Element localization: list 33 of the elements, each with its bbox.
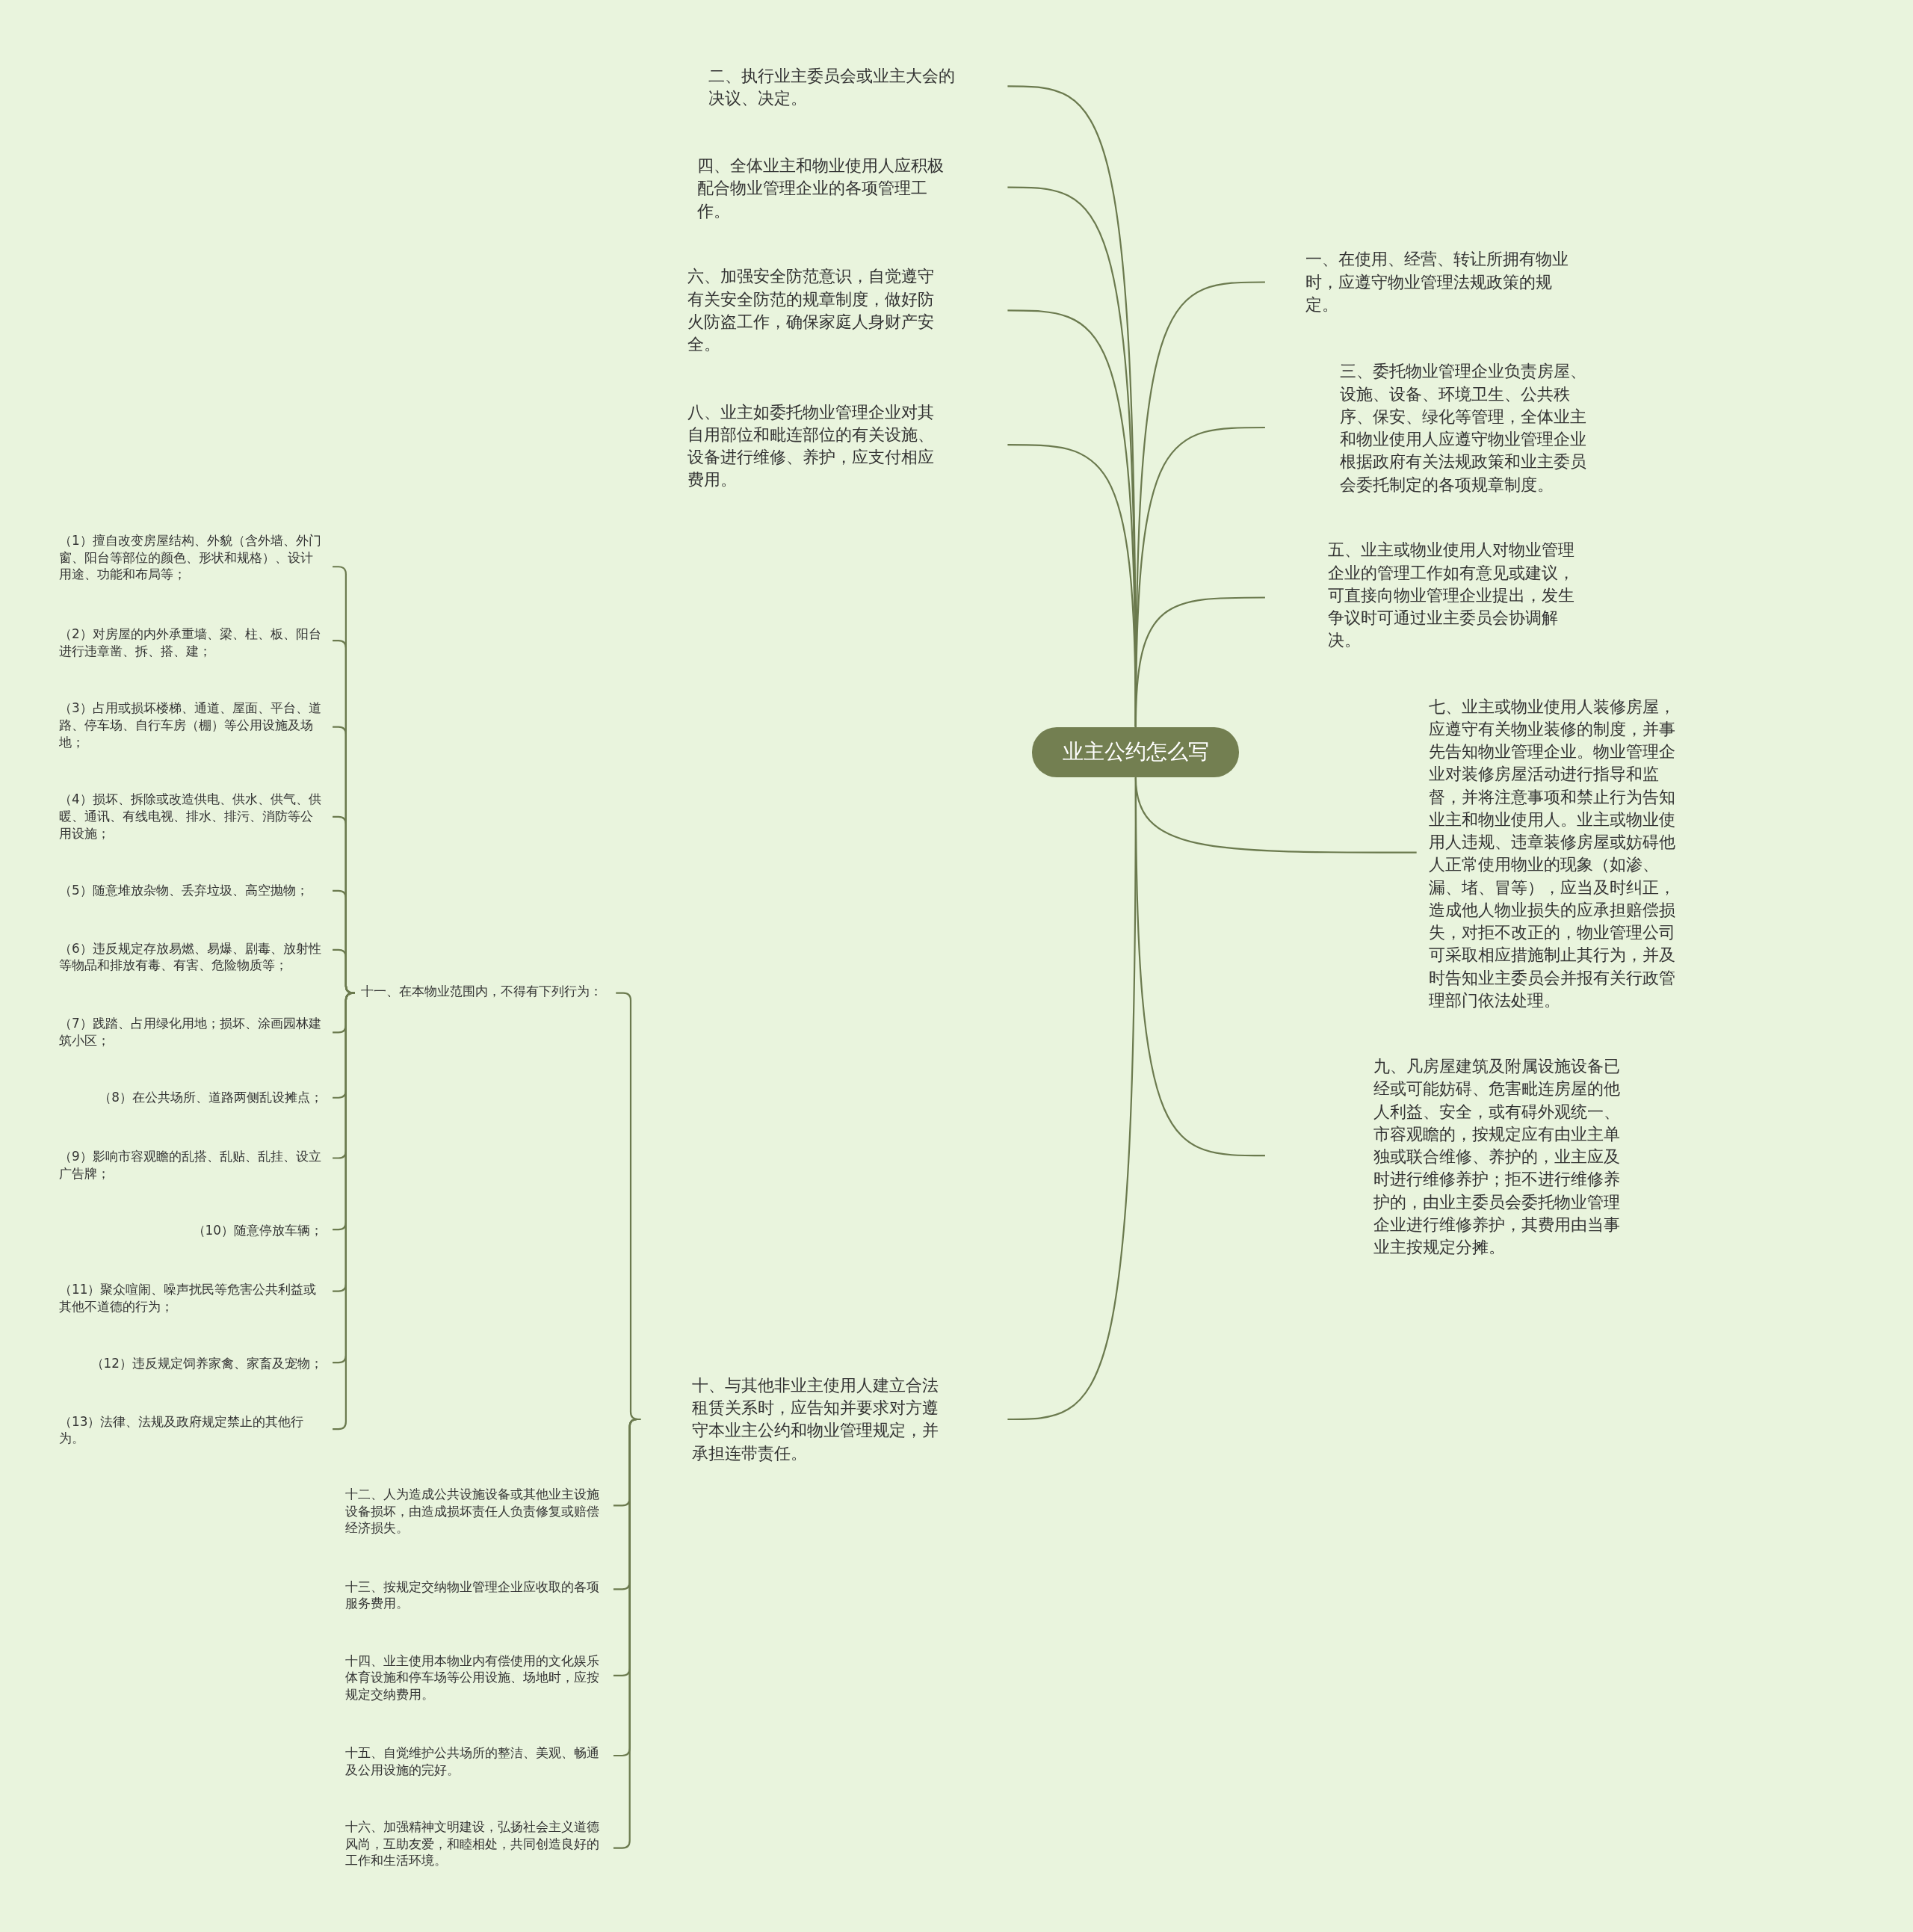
- topic-text: （8）在公共场所、道路两侧乱设摊点；: [59, 1089, 333, 1106]
- topic-text: （4）损坏、拆除或改造供电、供水、供气、供暖、通讯、有线电视、排水、排污、消防等公用设施；: [59, 791, 333, 842]
- topic-text: 五、业主或物业使用人对物业管理企业的管理工作如有意见或建议，可直接向物业管理企业提出，发生争议时可通过业主委员会协调解决。: [1264, 538, 1589, 652]
- topic-text: 十六、加强精神文明建设，弘扬社会主义道德风尚，互助友爱，和睦相处，共同创造良好的工作和生活环境。: [344, 1818, 614, 1870]
- topic-text: 十五、自觉维护公共场所的整洁、美观、畅通及公用设施的完好。: [344, 1744, 614, 1779]
- topic-text: 三、委托物业管理企业负责房屋、设施、设备、环境卫生、公共秩序、保安、绿化等管理，全体业主和物业使用人应遵守物业管理企业根据政府有关法规政策和业主委员会委托制定的各项规章制度。: [1264, 359, 1598, 496]
- topic-text: （11）聚众喧闹、噪声扰民等危害公共利益或其他不道德的行为；: [59, 1281, 333, 1315]
- topic-text: 九、凡房屋建筑及附属设施设备已经或可能妨碍、危害毗连房屋的他人利益、安全，或有碍外观统一、市容观瞻的，按规定应有由业主单独或联合维修、养护的，业主应及时进行维修养护；拒不进行维修养护的，由业主委员会委托物业管理企业进行维修养护，其费用由当事业主按规定分摊。: [1264, 1055, 1635, 1259]
- connector-line: [1007, 444, 1137, 727]
- topic-text: （3）占用或损坏楼梯、通道、屋面、平台、道路、停车场、自行车房（棚）等公用设施及场地；: [59, 700, 333, 751]
- topic-text: 十二、人为造成公共设施设备或其他业主设施设备损坏，由造成损坏责任人负责修复或赔偿经济损失。: [344, 1486, 614, 1537]
- topic-text: 四、全体业主和物业使用人应积极配合物业管理企业的各项管理工作。: [697, 154, 1008, 222]
- topic-text: （6）违反规定存放易燃、易爆、剧毒、放射性等物品和排放有毒、有害、危险物质等；: [59, 939, 333, 975]
- topic-text: 十四、业主使用本物业内有偿使用的文化娱乐体育设施和停车场等公用设施、场地时，应按规定交纳费用。: [344, 1652, 614, 1703]
- connector-line: [1007, 777, 1137, 1421]
- topic-text: （10）随意停放车辆；: [59, 1222, 333, 1239]
- topic-text: 十三、按规定交纳物业管理企业应收取的各项服务费用。: [344, 1578, 614, 1612]
- topic-text: 二、执行业主委员会或业主大会的决议、决定。: [708, 64, 1008, 110]
- topic-text: （9）影响市容观瞻的乱搭、乱贴、乱挂、设立广告牌；: [59, 1148, 333, 1182]
- topic-text: （12）违反规定饲养家禽、家畜及宠物；: [59, 1355, 333, 1372]
- topic-text: 十一、在本物业范围内，不得有下列行为：: [354, 983, 616, 1001]
- connector-line: [333, 948, 355, 994]
- root-topic: 业主公约怎么写: [1032, 726, 1240, 778]
- topic-text: 七、业主或物业使用人装修房屋，应遵守有关物业装修的制度，并事先告知物业管理企业。物业管理企业对装修房屋活动进行指导和监督，并将注意事项和禁止行为告知业主和物业使用人。业主或物业使用人违规、违章装修房屋或妨碍他人正常使用物业的现象（如渗、漏、堵、冒等），应当及时纠正，造成他人物业损失的应承担赔偿损失，对拒不改正的，物业管理公司可采取相应措施制止其行为，并及时告知业主委员会并报有关行政管理部门依法处理。: [1416, 694, 1690, 1012]
- topic-text: （2）对房屋的内外承重墙、梁、柱、板、阳台进行违章凿、拆、搭、建；: [59, 626, 333, 660]
- topic-text: 一、在使用、经营、转让所拥有物业时，应遵守物业管理法规政策的规定。: [1264, 247, 1573, 316]
- topic-text: 八、业主如委托物业管理企业对其自用部位和毗连部位的有关设施、设备进行维修、养护，应支付相应费用。: [687, 400, 1008, 491]
- topic-text: 六、加强安全防范意识，自觉遵守有关安全防范的规章制度，做好防火防盗工作，确保家庭人身财产安全。: [687, 265, 1008, 356]
- topic-text: （5）随意堆放杂物、丢弃垃圾、高空抛物；: [59, 882, 333, 899]
- topic-text: （13）法律、法规及政府规定禁止的其他行为。: [59, 1413, 333, 1448]
- topic-text: （7）践踏、占用绿化用地；损坏、涂画园林建筑小区；: [59, 1015, 333, 1049]
- topic-text: 十、与其他非业主使用人建立合法租赁关系时，应告知并要求对方遵守本业主公约和物业管理规定，并承担连带责任。: [640, 1374, 1008, 1464]
- topic-text: （1）擅自改变房屋结构、外貌（含外墙、外门窗、阳台等部位的颜色、形状和规格）、设计用途、功能和布局等；: [59, 532, 333, 584]
